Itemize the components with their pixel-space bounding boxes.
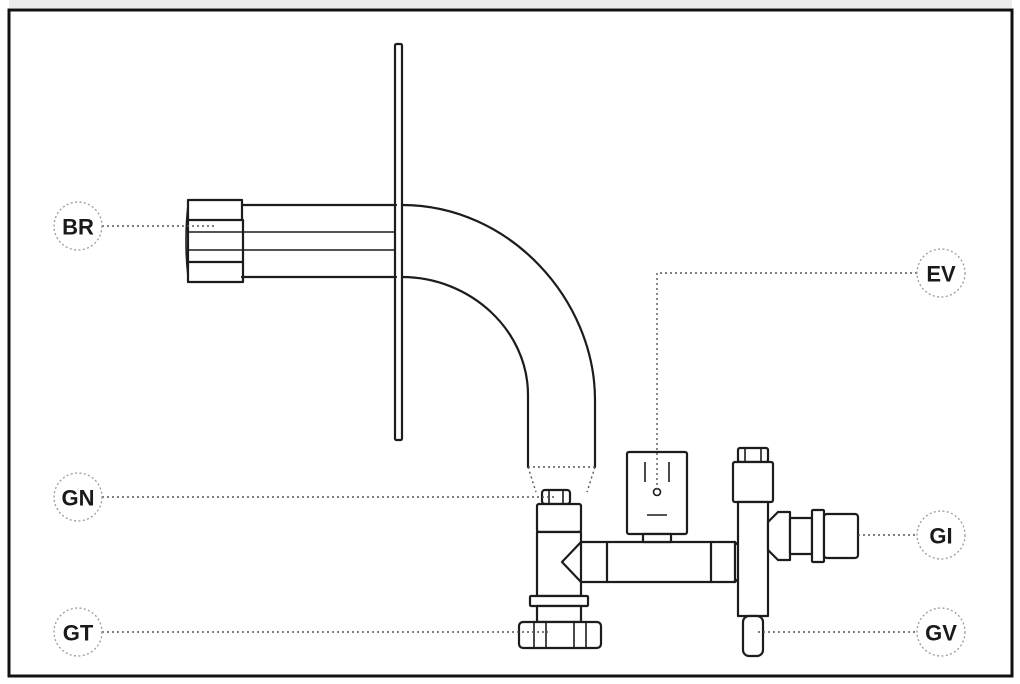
gas-nozzle	[535, 488, 583, 534]
callout-gi-label: GI	[929, 524, 952, 549]
callout-gt-label: GT	[63, 621, 94, 646]
callout-br: BR	[53, 201, 103, 251]
callout-ev-label: EV	[926, 262, 956, 287]
callout-br-label: BR	[62, 215, 94, 240]
callout-gv: GV	[916, 607, 966, 657]
mounting-plate	[393, 42, 404, 442]
diagram-frame	[7, 8, 1014, 678]
top-shade	[9, 0, 1012, 8]
gas-valve-body	[731, 446, 775, 658]
callout-gn-label: GN	[62, 486, 95, 511]
callout-gt: GT	[53, 607, 103, 657]
gas-inlet	[766, 508, 860, 564]
callout-gv-label: GV	[925, 621, 957, 646]
burner-tube	[185, 198, 398, 284]
callout-ev: EV	[916, 248, 966, 298]
callout-gn: GN	[53, 472, 103, 522]
horizontal-connector	[560, 540, 757, 584]
bent-gas-pipe	[400, 203, 597, 493]
callout-gi: GI	[916, 510, 966, 560]
leader-lines	[102, 225, 917, 633]
electro-valve	[625, 450, 689, 544]
